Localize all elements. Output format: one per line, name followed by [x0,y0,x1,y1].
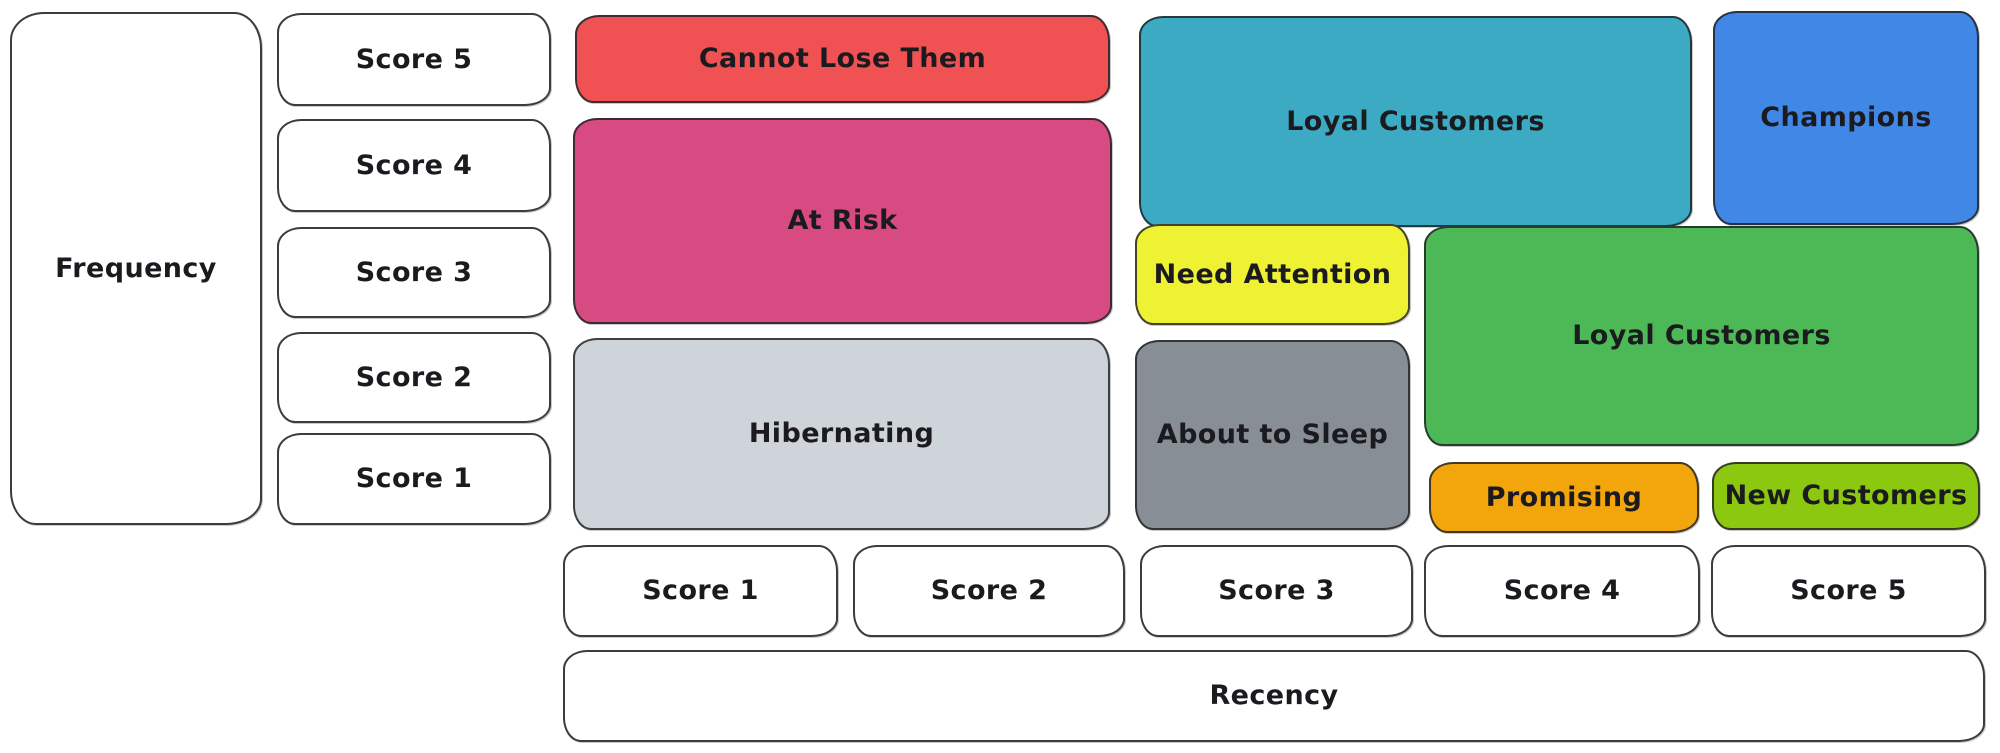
frequency-axis-label: Frequency [55,252,217,284]
segment-loyal-customers-teal: Loyal Customers [1139,16,1692,227]
segment-new-customers: New Customers [1712,462,1980,530]
segment-need-attention: Need Attention [1135,224,1410,325]
recency-score-5-label: Score 5 [1790,575,1907,607]
segment-loyal-customers-teal-label: Loyal Customers [1286,105,1545,137]
segment-new-customers-label: New Customers [1724,480,1968,512]
segment-champions-label: Champions [1760,102,1932,134]
frequency-score-4-box: Score 4 [277,119,551,212]
segment-cannot-lose-them-label: Cannot Lose Them [698,43,987,75]
recency-score-4-label: Score 4 [1503,575,1621,607]
frequency-score-2-box: Score 2 [277,332,551,423]
recency-score-1-box: Score 1 [563,545,838,637]
segment-promising: Promising [1429,462,1699,533]
recency-score-4-box: Score 4 [1424,545,1700,637]
segment-need-attention-label: Need Attention [1153,258,1392,290]
segment-hibernating: Hibernating [573,338,1110,530]
frequency-axis-box: Frequency [10,12,262,525]
recency-score-2-box: Score 2 [853,545,1125,637]
segment-at-risk-label: At Risk [787,205,898,237]
frequency-score-5-label: Score 5 [355,43,473,75]
frequency-score-1-label: Score 1 [355,463,473,495]
frequency-score-3-box: Score 3 [277,227,551,318]
recency-score-3-box: Score 3 [1140,545,1413,637]
frequency-score-2-label: Score 2 [355,361,473,393]
segment-cannot-lose-them: Cannot Lose Them [575,15,1110,103]
frequency-score-4-label: Score 4 [355,149,473,181]
segment-promising-label: Promising [1485,481,1643,513]
segment-at-risk: At Risk [573,118,1112,324]
recency-score-2-label: Score 2 [930,575,1048,607]
recency-score-3-label: Score 3 [1218,575,1335,607]
recency-axis-box: Recency [563,650,1985,742]
segment-champions: Champions [1713,11,1979,225]
segment-loyal-customers-green: Loyal Customers [1424,226,1979,446]
recency-score-5-box: Score 5 [1711,545,1986,637]
segment-loyal-customers-green-label: Loyal Customers [1572,320,1831,352]
segment-about-to-sleep: About to Sleep [1135,340,1410,530]
recency-score-1-label: Score 1 [642,575,759,607]
frequency-score-5-box: Score 5 [277,13,551,106]
frequency-score-3-label: Score 3 [355,256,473,288]
frequency-score-1-box: Score 1 [277,433,551,525]
segment-about-to-sleep-label: About to Sleep [1156,419,1389,451]
recency-axis-label: Recency [1209,680,1339,712]
segment-hibernating-label: Hibernating [748,418,935,450]
